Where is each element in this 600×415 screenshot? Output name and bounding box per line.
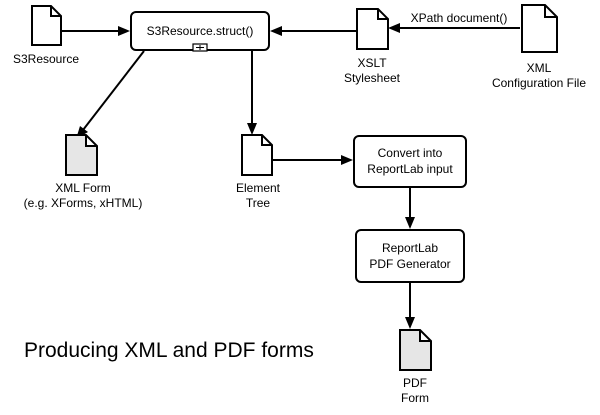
node-convert[interactable]: Convert into ReportLab input bbox=[353, 135, 467, 188]
node-label: (e.g. XForms, xHTML) bbox=[24, 196, 143, 210]
node-pdfform[interactable]: PDF Form bbox=[399, 329, 432, 405]
document-icon bbox=[241, 134, 273, 176]
node-label: Form bbox=[401, 391, 429, 405]
node-label: ReportLab bbox=[382, 241, 438, 255]
node-label: Stylesheet bbox=[344, 71, 401, 85]
node-s3resource[interactable]: S3Resource bbox=[13, 5, 79, 66]
document-icon bbox=[31, 5, 62, 46]
expand-icon[interactable] bbox=[192, 43, 208, 52]
node-label: PDF bbox=[403, 376, 427, 390]
node-label: Configuration File bbox=[492, 76, 586, 90]
edge-convert-to-reportlab bbox=[405, 188, 415, 229]
edge-elementtree-to-convert bbox=[272, 155, 353, 165]
edge-struct-to-elementtree bbox=[247, 51, 257, 135]
edge-reportlab-to-pdfform bbox=[405, 283, 415, 329]
node-label: S3Resource.struct() bbox=[147, 24, 254, 38]
node-label: Convert into bbox=[378, 146, 443, 160]
node-xmlform[interactable]: XML Form (e.g. XForms, xHTML) bbox=[24, 134, 143, 210]
node-label: S3Resource bbox=[13, 52, 79, 66]
node-struct[interactable]: S3Resource.struct() bbox=[130, 11, 270, 52]
document-icon bbox=[356, 8, 389, 50]
edge-xslt-to-struct bbox=[270, 26, 357, 36]
node-xmlconfig[interactable]: XML Configuration File bbox=[492, 4, 586, 90]
node-elementtree[interactable]: Element Tree bbox=[236, 134, 281, 210]
edge-struct-to-xmlform bbox=[76, 50, 145, 139]
edge-s3resource-to-struct bbox=[62, 26, 130, 36]
node-xslt[interactable]: XSLT Stylesheet bbox=[344, 8, 401, 85]
node-label: XSLT bbox=[357, 56, 387, 70]
node-label: PDF Generator bbox=[369, 257, 450, 271]
node-label: XML bbox=[527, 61, 552, 75]
node-label: ReportLab input bbox=[367, 162, 453, 176]
node-label: Element bbox=[236, 181, 281, 195]
node-label: Tree bbox=[246, 196, 271, 210]
document-icon bbox=[65, 134, 98, 176]
edge-label-xpath: XPath document() bbox=[411, 11, 508, 25]
edge-xmlconfig-to-xslt: XPath document() bbox=[388, 11, 520, 33]
document-icon bbox=[399, 329, 432, 371]
diagram-title: Producing XML and PDF forms bbox=[24, 339, 314, 362]
node-label: XML Form bbox=[55, 181, 111, 195]
node-reportlab[interactable]: ReportLab PDF Generator bbox=[355, 229, 465, 283]
document-icon bbox=[521, 4, 558, 53]
